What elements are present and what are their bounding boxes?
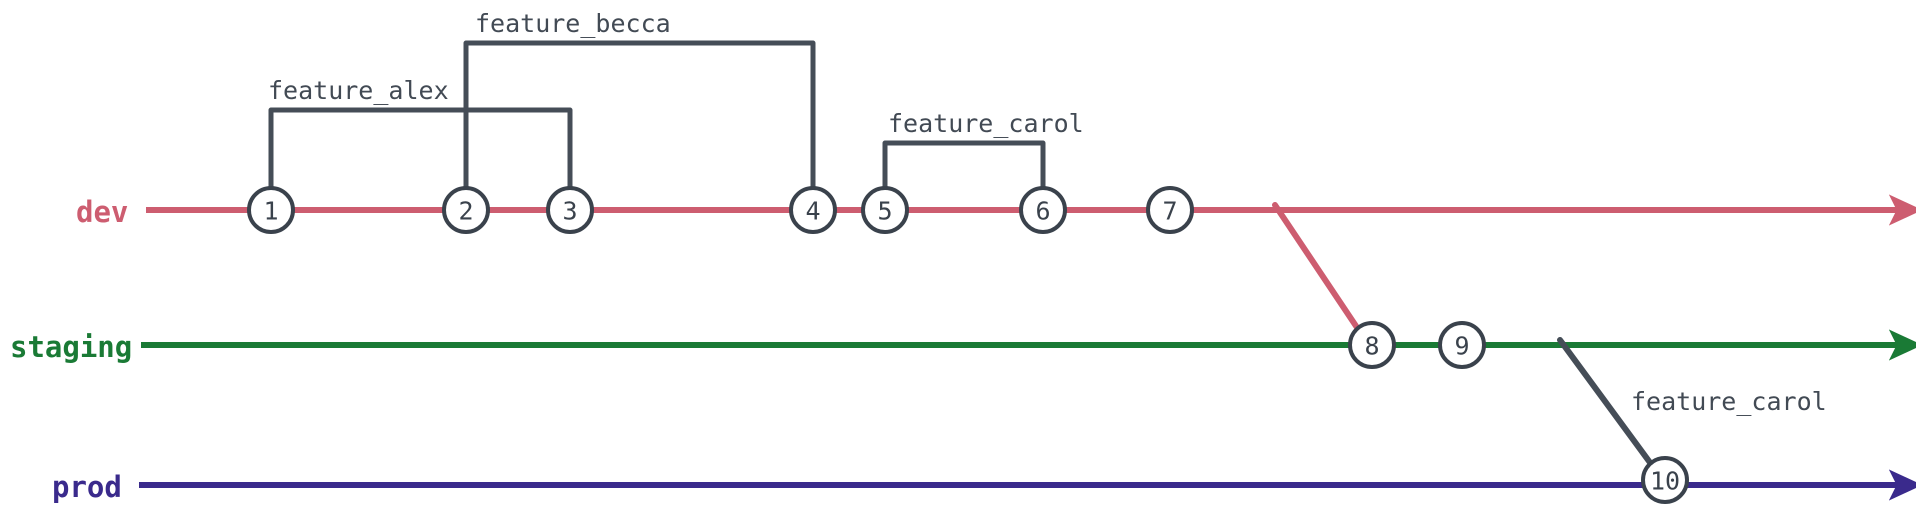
commit-number-3: 3 bbox=[562, 197, 577, 226]
commit-circle-2[interactable] bbox=[442, 186, 490, 234]
commit-node-3[interactable]: 3 bbox=[546, 186, 594, 234]
commit-number-1: 1 bbox=[263, 197, 278, 226]
feature-label-feature_becca: feature_becca bbox=[475, 9, 671, 38]
commit-circle-8[interactable] bbox=[1348, 321, 1396, 369]
feature-brackets bbox=[268, 40, 1046, 192]
commit-node-4[interactable]: 4 bbox=[789, 186, 837, 234]
commit-number-10: 10 bbox=[1650, 467, 1680, 496]
merge-lines bbox=[1272, 202, 1657, 471]
commit-node-5[interactable]: 5 bbox=[861, 186, 909, 234]
commit-node-6[interactable]: 6 bbox=[1019, 186, 1067, 234]
merge-line-dev-to-staging bbox=[1272, 202, 1363, 335]
commit-circle-3[interactable] bbox=[546, 186, 594, 234]
commit-number-4: 4 bbox=[805, 197, 820, 226]
text-labels: dev staging prod feature_alex feature_beccaf… bbox=[10, 9, 1827, 504]
branch-label-dev: dev bbox=[76, 195, 128, 229]
merge-line-staging-to-prod bbox=[1557, 337, 1657, 471]
commit-number-7: 7 bbox=[1162, 197, 1177, 226]
feature-bracket-feature_carol bbox=[882, 140, 1046, 192]
commit-node-2[interactable]: 2 bbox=[442, 186, 490, 234]
commit-number-5: 5 bbox=[877, 197, 892, 226]
commit-node-7[interactable]: 7 bbox=[1146, 186, 1194, 234]
branch-label-prod: prod bbox=[52, 470, 122, 504]
commit-node-8[interactable]: 8 bbox=[1348, 321, 1396, 369]
commit-number-6: 6 bbox=[1035, 197, 1050, 226]
feature-bracket-feature_becca bbox=[463, 40, 816, 192]
commit-circle-4[interactable] bbox=[789, 186, 837, 234]
commit-circle-10[interactable] bbox=[1641, 456, 1689, 504]
commit-node-9[interactable]: 9 bbox=[1438, 321, 1486, 369]
commit-circle-1[interactable] bbox=[247, 186, 295, 234]
commit-node-10[interactable]: 10 bbox=[1641, 456, 1689, 504]
feature-label-feature_carol: feature_carol bbox=[888, 109, 1084, 138]
commit-nodes: 1 2 3 4 5 6 7 8 9 10 bbox=[247, 186, 1689, 504]
feature-bracket-feature_alex bbox=[268, 107, 573, 192]
commit-node-1[interactable]: 1 bbox=[247, 186, 295, 234]
commit-number-8: 8 bbox=[1364, 332, 1379, 361]
branch-label-staging: staging bbox=[10, 330, 132, 364]
commit-number-2: 2 bbox=[458, 197, 473, 226]
merge-label-staging-to-prod: feature_carol bbox=[1631, 387, 1827, 416]
commit-number-9: 9 bbox=[1454, 332, 1469, 361]
commit-circle-7[interactable] bbox=[1146, 186, 1194, 234]
commit-circle-9[interactable] bbox=[1438, 321, 1486, 369]
feature-label-feature_alex: feature_alex bbox=[268, 76, 449, 105]
commit-circle-5[interactable] bbox=[861, 186, 909, 234]
commit-circle-6[interactable] bbox=[1019, 186, 1067, 234]
